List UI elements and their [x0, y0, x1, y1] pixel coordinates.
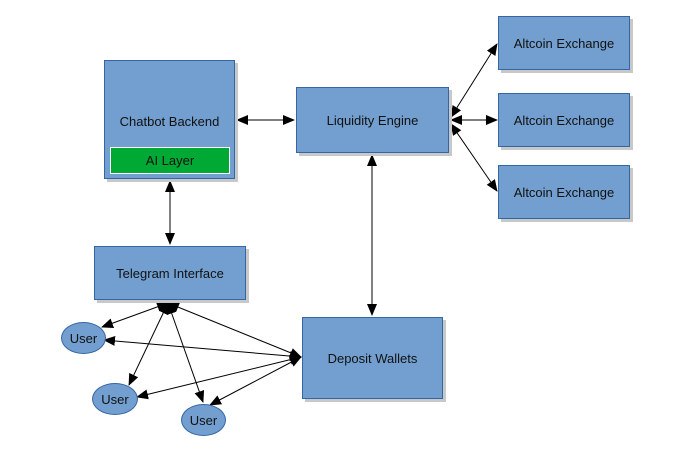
user-label: User: [189, 412, 218, 428]
user-label: User: [69, 330, 98, 346]
chatbot-backend-label: Chatbot Backend: [119, 114, 220, 129]
connector-liquidity-engine-to-altcoin-exchange-1: [450, 43, 498, 118]
connector-user-1-to-deposit-wallets: [103, 335, 302, 362]
user-node: User: [61, 322, 106, 354]
connector-user-2-to-deposit-wallets: [136, 354, 302, 400]
liquidity-engine-node: Liquidity Engine: [296, 87, 449, 153]
deposit-wallets-label: Deposit Wallets: [327, 350, 418, 366]
telegram-interface-label: Telegram Interface: [116, 265, 224, 281]
user-label: User: [101, 391, 129, 407]
connector-telegram-interface-to-user-3: [166, 302, 205, 403]
altcoin-exchange-label: Altcoin Exchange: [513, 184, 615, 200]
user-node: User: [181, 404, 226, 436]
ai-layer-label: AI Layer: [145, 153, 195, 168]
connector-telegram-interface-to-deposit-wallets: [167, 302, 302, 358]
altcoin-exchange-node: Altcoin Exchange: [498, 165, 630, 219]
connector-user-3-to-deposit-wallets: [209, 356, 302, 406]
connector-liquidity-engine-to-altcoin-exchange-3: [450, 123, 498, 192]
altcoin-exchange-node: Altcoin Exchange: [498, 16, 630, 70]
deposit-wallets-node: Deposit Wallets: [302, 317, 443, 399]
telegram-interface-node: Telegram Interface: [94, 246, 246, 300]
altcoin-exchange-node: Altcoin Exchange: [498, 93, 630, 147]
altcoin-exchange-label: Altcoin Exchange: [513, 112, 615, 128]
user-node: User: [92, 383, 138, 415]
altcoin-exchange-label: Altcoin Exchange: [513, 35, 615, 51]
liquidity-engine-label: Liquidity Engine: [326, 112, 419, 128]
ai-layer-node: AI Layer: [110, 147, 230, 174]
